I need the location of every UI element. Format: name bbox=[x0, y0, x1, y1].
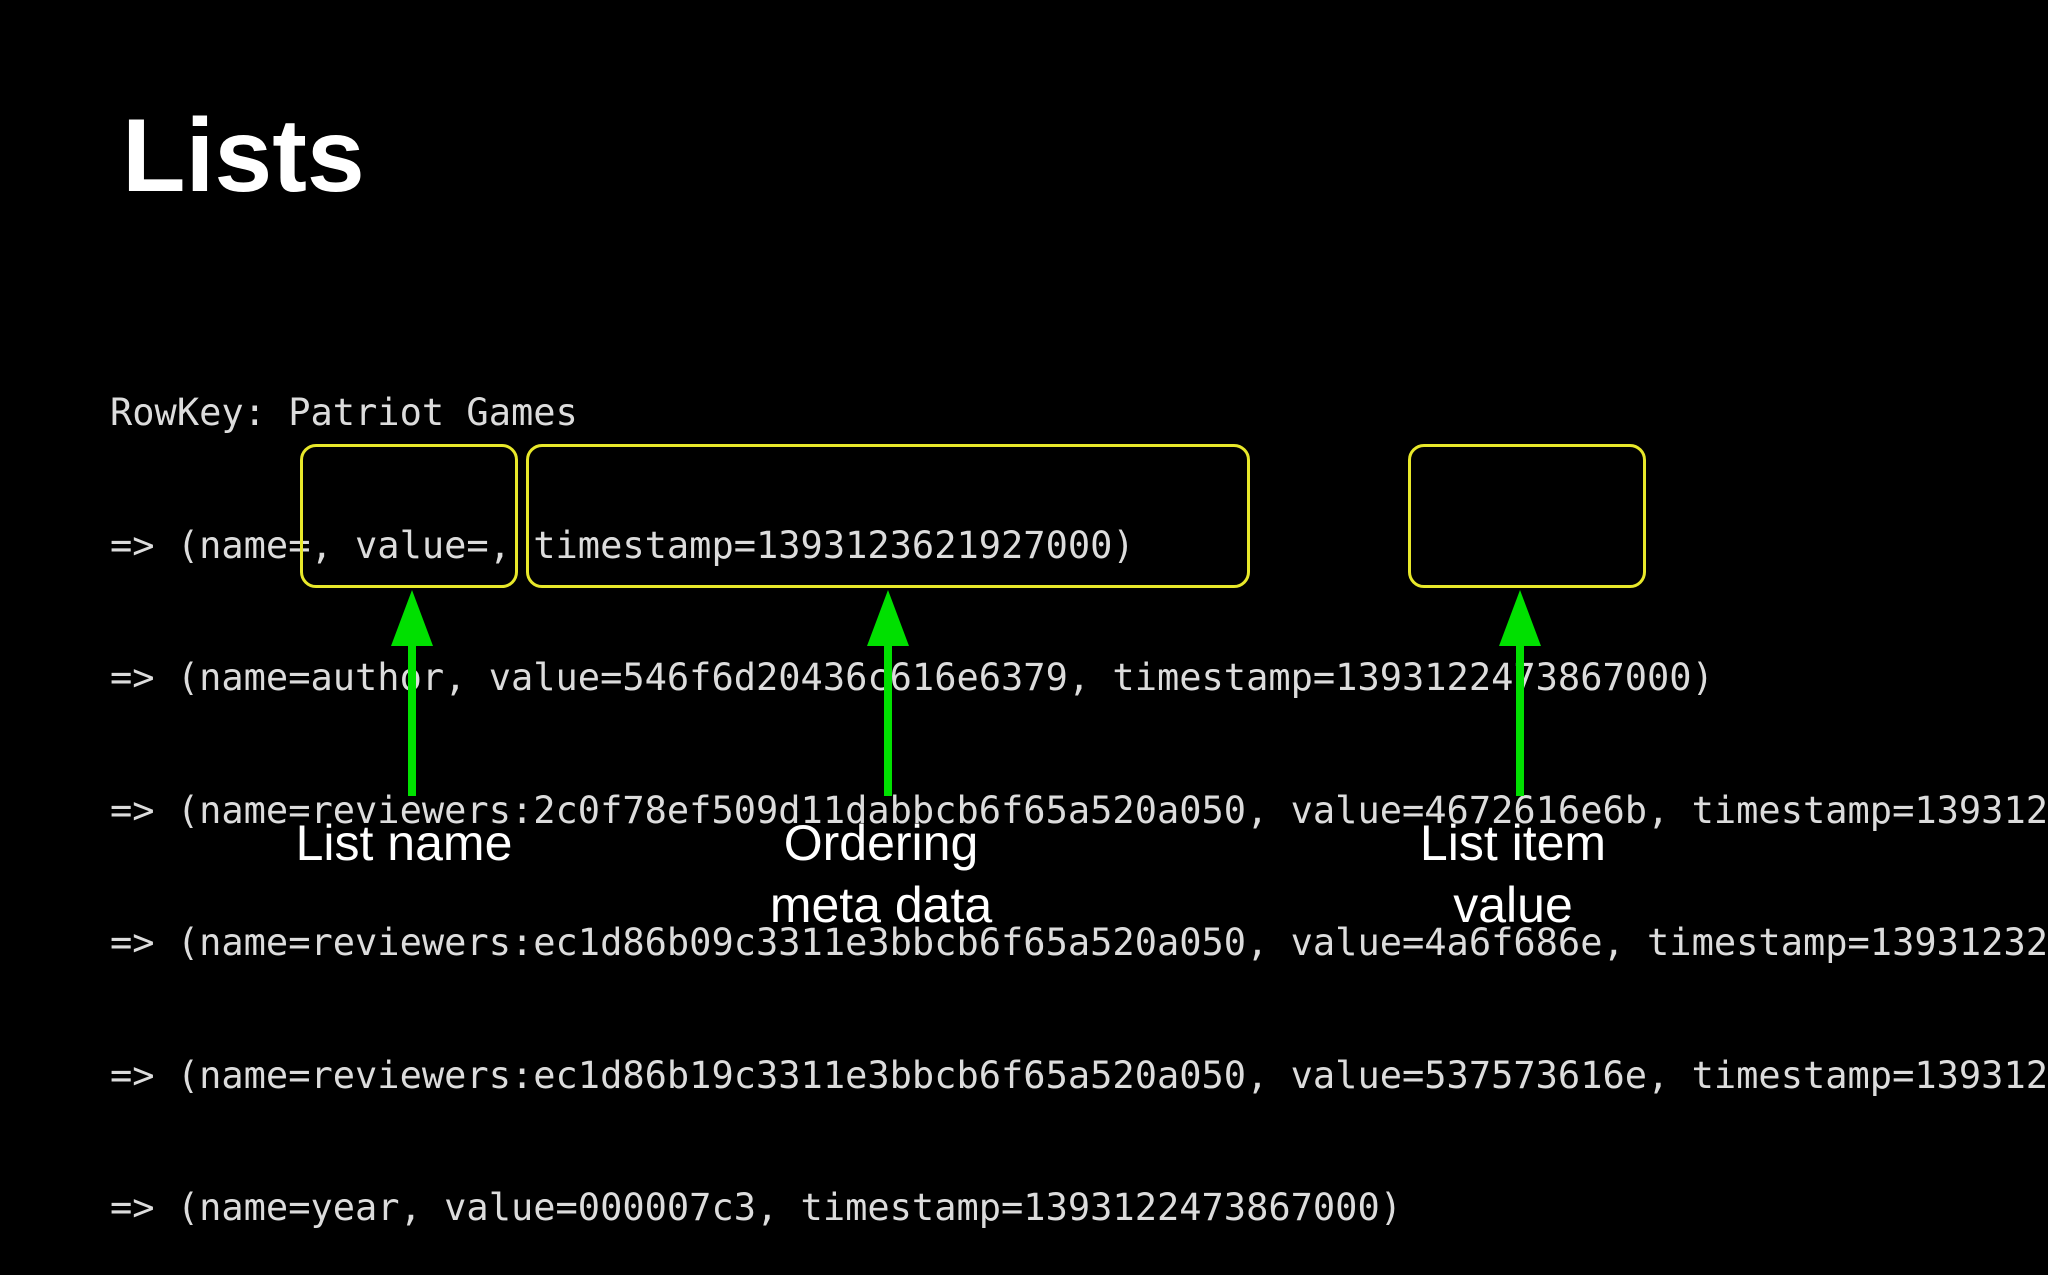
terminal-line-author: => (name=author, value=546f6d20436c616e6… bbox=[110, 656, 1714, 699]
arrow-up-icon bbox=[391, 590, 433, 796]
list-name-highlight-box bbox=[300, 444, 518, 588]
caption-ordering-line-1: Ordering bbox=[783, 815, 979, 871]
caption-list-name-line-1: List name bbox=[295, 815, 513, 871]
caption-list-name: List name bbox=[184, 812, 624, 874]
arrow-up-icon bbox=[1499, 590, 1541, 796]
caption-ordering-line-2: meta data bbox=[769, 877, 993, 933]
caption-ordering-meta-data: Ordering meta data bbox=[661, 812, 1101, 936]
caption-list-item-value: List item value bbox=[1293, 812, 1733, 936]
terminal-line-rowkey: RowKey: Patriot Games bbox=[110, 391, 578, 434]
ordering-meta-highlight-box bbox=[526, 444, 1250, 588]
terminal-line-reviewer-1: => (name=reviewers:2c0f78ef509d11dabbcb6… bbox=[110, 788, 2048, 832]
arrow-up-icon bbox=[867, 590, 909, 796]
caption-item-value-line-2: value bbox=[1453, 877, 1573, 933]
slide-title: Lists bbox=[122, 98, 365, 214]
caption-item-value-line-1: List item bbox=[1419, 815, 1607, 871]
terminal-line-reviewer-2: => (name=reviewers:ec1d86b09c3311e3bbcb6… bbox=[110, 921, 2048, 964]
terminal-line-empty-name: => (name=, value=, timestamp=13931236219… bbox=[110, 523, 1135, 567]
terminal-line-year: => (name=year, value=000007c3, timestamp… bbox=[110, 1186, 1403, 1229]
terminal-line-reviewer-3: => (name=reviewers:ec1d86b19c3311e3bbcb6… bbox=[110, 1053, 2048, 1097]
list-item-value-highlight-box bbox=[1408, 444, 1646, 588]
